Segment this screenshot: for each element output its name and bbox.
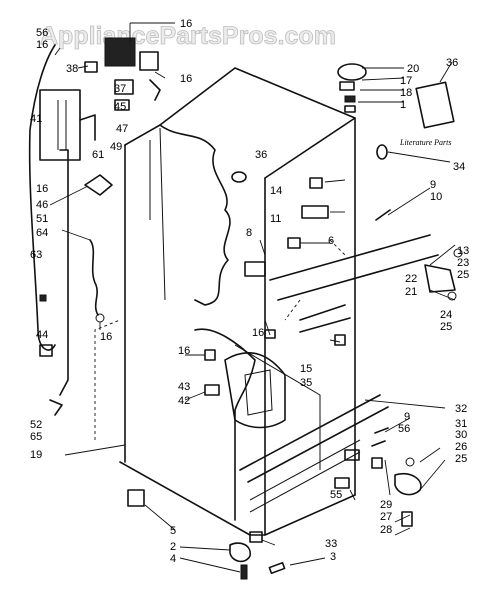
- left-side-parts: [28, 37, 161, 416]
- callout-label: 37: [114, 83, 126, 95]
- callout-label: 13: [457, 245, 469, 257]
- callout-label: 55: [330, 489, 342, 501]
- callout-label: 43: [178, 381, 190, 393]
- callout-label: 23: [457, 257, 469, 269]
- leader-lines: [49, 22, 456, 573]
- callout-labels: 16 56 16 38 37 16 41 45 47 61 49 16 46 5…: [30, 18, 469, 565]
- callout-label: 26: [455, 441, 467, 453]
- callout-label: 11: [270, 213, 281, 225]
- callout-label: 3: [330, 551, 336, 563]
- callout-label: 56: [36, 27, 48, 39]
- callout-label: 31: [455, 418, 467, 430]
- literature-label: Literature Parts: [399, 138, 451, 147]
- callout-label: 1: [400, 99, 406, 111]
- callout-label: 16: [36, 39, 48, 51]
- callout-label: 29: [380, 499, 392, 511]
- callout-label: 25: [457, 269, 469, 281]
- callout-label: 63: [30, 249, 42, 261]
- callout-label: 56: [398, 423, 410, 435]
- callout-label: 24: [440, 309, 452, 321]
- callout-label: 2: [170, 541, 176, 553]
- callout-label: 18: [400, 87, 412, 99]
- callout-label: 42: [178, 395, 190, 407]
- callout-label: 38: [66, 63, 78, 75]
- callout-label: 44: [36, 329, 48, 341]
- callout-label: 16: [100, 331, 112, 343]
- callout-label: 34: [453, 161, 465, 173]
- callout-label: 64: [36, 227, 48, 239]
- callout-label: 47: [116, 123, 128, 135]
- callout-label: 46: [36, 199, 48, 211]
- callout-label: 16: [36, 183, 48, 195]
- callout-label: 10: [430, 191, 442, 203]
- callout-label: 36: [255, 149, 267, 161]
- callout-label: 41: [30, 113, 42, 125]
- callout-label: 35: [300, 377, 312, 389]
- callout-label: 16: [180, 18, 192, 30]
- callout-label: 32: [455, 403, 467, 415]
- callout-label: 51: [36, 213, 48, 225]
- callout-label: 25: [455, 453, 467, 465]
- callout-label: 4: [170, 553, 176, 565]
- callout-label: 8: [246, 227, 252, 239]
- callout-label: 5: [170, 525, 176, 537]
- cabinet: [94, 67, 439, 536]
- callout-label: 16: [180, 73, 192, 85]
- callout-label: 17: [400, 75, 412, 87]
- callout-label: 21: [405, 286, 417, 298]
- callout-label: 33: [325, 538, 337, 550]
- callout-label: 61: [92, 149, 104, 161]
- callout-label: 9: [404, 411, 410, 423]
- callout-label: 20: [407, 63, 419, 75]
- callout-label: 36: [446, 57, 458, 69]
- callout-label: 16: [252, 327, 264, 339]
- callout-label: 22: [405, 273, 417, 285]
- callout-label: 65: [30, 431, 42, 443]
- callout-label: 25: [440, 321, 452, 333]
- callout-label: 9: [430, 179, 436, 191]
- callout-label: 15: [300, 363, 312, 375]
- callout-label: 45: [114, 101, 126, 113]
- callout-label: 19: [30, 449, 42, 461]
- callout-label: 27: [380, 511, 392, 523]
- callout-label: 52: [30, 419, 42, 431]
- watermark: AppliancePartsPros.com: [40, 22, 336, 50]
- callout-label: 6: [328, 235, 334, 247]
- callout-label: 49: [110, 141, 122, 153]
- callout-label: 16: [178, 345, 190, 357]
- callout-label: 14: [270, 185, 282, 197]
- callout-label: 28: [380, 524, 392, 536]
- callout-label: 30: [455, 429, 467, 441]
